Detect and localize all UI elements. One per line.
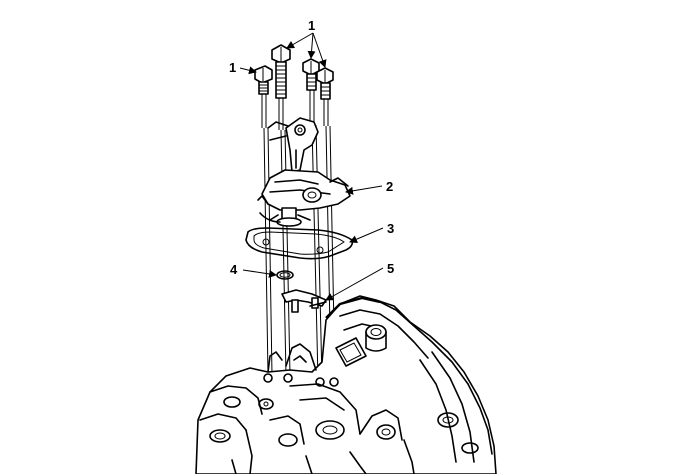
callout-4: 4 <box>230 262 238 277</box>
bolt-group <box>254 44 334 130</box>
leader-lines <box>239 32 384 301</box>
bolt <box>302 58 320 125</box>
bracket-link <box>281 289 327 313</box>
callout-1-left: 1 <box>229 60 236 75</box>
shift-control-assembly <box>257 117 351 227</box>
callout-5: 5 <box>387 261 394 276</box>
callout-3: 3 <box>387 221 394 236</box>
bolt <box>316 67 334 126</box>
gasket <box>245 227 354 260</box>
callout-1-top: 1 <box>308 18 315 33</box>
transmission-case <box>195 295 497 474</box>
callout-labels: 1 1 2 3 4 5 <box>229 18 394 277</box>
bolt <box>271 44 291 130</box>
seal-ring <box>276 270 294 280</box>
bolt <box>254 65 273 128</box>
callout-2: 2 <box>386 179 393 194</box>
